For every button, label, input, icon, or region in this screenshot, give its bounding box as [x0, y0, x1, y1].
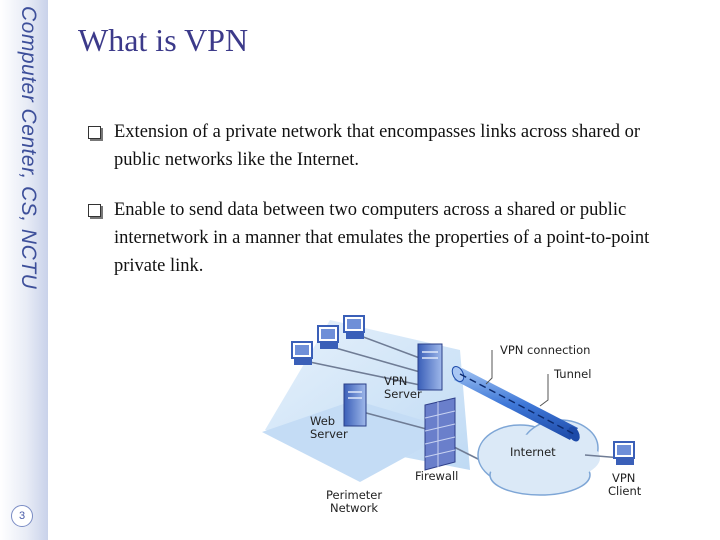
label-perimeter-2: Network	[330, 501, 378, 515]
tunnel-leader	[539, 374, 549, 407]
label-vpn-server-2: Server	[384, 387, 422, 401]
label-vpn-server-1: VPN	[384, 374, 407, 388]
checkbox-bullet-icon	[88, 204, 101, 217]
vpn-client-pc-icon	[613, 441, 635, 465]
label-tunnel: Tunnel	[553, 367, 591, 381]
pc-icon	[317, 325, 339, 349]
label-vpn-client-2: Client	[608, 484, 642, 498]
label-firewall: Firewall	[415, 469, 458, 483]
sidebar: Computer Center, CS, NCTU 3	[0, 0, 48, 540]
label-web-server-1: Web	[310, 414, 335, 428]
checkbox-bullet-icon	[88, 126, 101, 139]
pc-icon	[291, 341, 313, 365]
perimeter-network-area	[262, 400, 455, 482]
vpn-connection-leader	[485, 350, 493, 385]
vpn-server-icon	[417, 343, 443, 391]
slide-title: What is VPN	[78, 22, 249, 58]
bullet-item: Enable to send data between two computer…	[88, 196, 688, 280]
bullet-text: Enable to send data between two computer…	[114, 200, 650, 276]
internet-cloud-icon	[477, 419, 600, 496]
firewall-icon	[424, 397, 456, 471]
bullet-list: Extension of a private network that enco…	[88, 118, 688, 302]
web-server-icon	[343, 383, 367, 427]
pc-icon	[343, 315, 365, 339]
label-vpn-client-1: VPN	[612, 471, 635, 485]
label-web-server-2: Server	[310, 427, 348, 441]
page-number: 3	[11, 505, 33, 527]
label-internet: Internet	[510, 445, 556, 459]
bullet-text: Extension of a private network that enco…	[114, 122, 641, 170]
label-perimeter-1: Perimeter	[326, 488, 382, 502]
tunnel-pipe	[451, 366, 580, 442]
label-vpn-connection: VPN connection	[500, 343, 590, 357]
bullet-item: Extension of a private network that enco…	[88, 118, 688, 174]
